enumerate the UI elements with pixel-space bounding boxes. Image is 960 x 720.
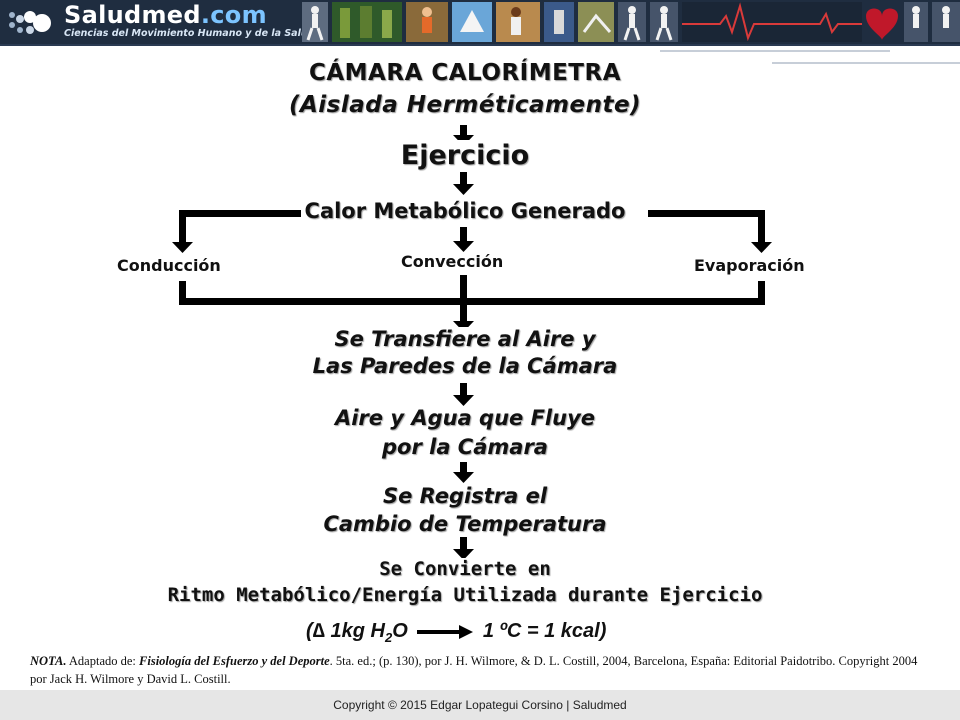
- header-divider: [0, 44, 960, 46]
- branch-conduccion: Conducción: [117, 256, 221, 275]
- step-exercise: Ejercicio: [0, 140, 930, 171]
- header-photo-strip: [302, 2, 960, 42]
- step-transfer-line2: Las Paredes de la Cámara: [308, 354, 622, 378]
- right-arrow-icon: [417, 624, 474, 639]
- step-transfer-line1: Se Transfiere al Aire y: [330, 327, 600, 351]
- header-banner: Saludmed.com Ciencias del Movimiento Hum…: [0, 0, 960, 44]
- decorative-rule: [660, 50, 890, 52]
- arrow-heat-to-evaporacion: [648, 210, 772, 253]
- heart-icon: [866, 8, 898, 40]
- site-logo[interactable]: Saludmed.com Ciencias del Movimiento Hum…: [6, 1, 314, 41]
- step-transfer: Se Transfiere al Aire y Las Paredes de l…: [0, 326, 930, 380]
- step-convert-line2: Ritmo Metabólico/Energía Utilizada duran…: [163, 584, 767, 606]
- ecg-line-icon: [682, 2, 862, 42]
- step-heat: Calor Metabólico Generado: [0, 199, 930, 223]
- diagram-subtitle: (Aislada Herméticamente): [288, 92, 642, 118]
- copyright-text: Copyright © 2015 Edgar Lopategui Corsino…: [333, 698, 627, 712]
- arrow-flow-to-register: [453, 462, 474, 483]
- arrow-heat-to-conveccion: [453, 227, 474, 252]
- step-convert: Se Convierte en Ritmo Metabólico/Energía…: [0, 556, 930, 608]
- step-flow: Aire y Agua que Fluye por la Cámara: [0, 404, 930, 462]
- logo-circles-icon: [9, 11, 51, 34]
- footer-bar: Copyright © 2015 Edgar Lopategui Corsino…: [0, 690, 960, 720]
- branch-conveccion: Convección: [401, 252, 504, 271]
- logo-tagline: Ciencias del Movimiento Humano y de la S…: [64, 28, 315, 39]
- step-register-line1: Se Registra el: [378, 484, 552, 508]
- step-flow-line2: por la Cámara: [378, 435, 552, 459]
- logo-wordmark: Saludmed.com: [64, 1, 267, 29]
- branch-evaporacion: Evaporación: [694, 256, 805, 275]
- step-register: Se Registra el Cambio de Temperatura: [0, 482, 930, 538]
- collector-bracket: [179, 275, 765, 332]
- step-flow-line1: Aire y Agua que Fluye: [330, 406, 600, 430]
- decorative-rule: [772, 62, 960, 64]
- energy-equation: (∆ 1kg H2O 1 ºC = 1 kcal): [306, 620, 607, 645]
- arrow-exercise-to-heat: [453, 172, 474, 195]
- step-convert-line1: Se Convierte en: [375, 558, 555, 580]
- arrow-transfer-to-flow: [453, 383, 474, 406]
- step-register-line2: Cambio de Temperatura: [319, 512, 611, 536]
- citation-note: NOTA. Adaptado de: Fisiología del Esfuer…: [30, 654, 918, 686]
- runner-photo-icon: [302, 2, 328, 42]
- diagram-title: CÁMARA CALORÍMETRA: [308, 60, 622, 86]
- arrow-register-to-convert: [453, 537, 474, 560]
- arrow-heat-to-conduccion: [172, 210, 304, 253]
